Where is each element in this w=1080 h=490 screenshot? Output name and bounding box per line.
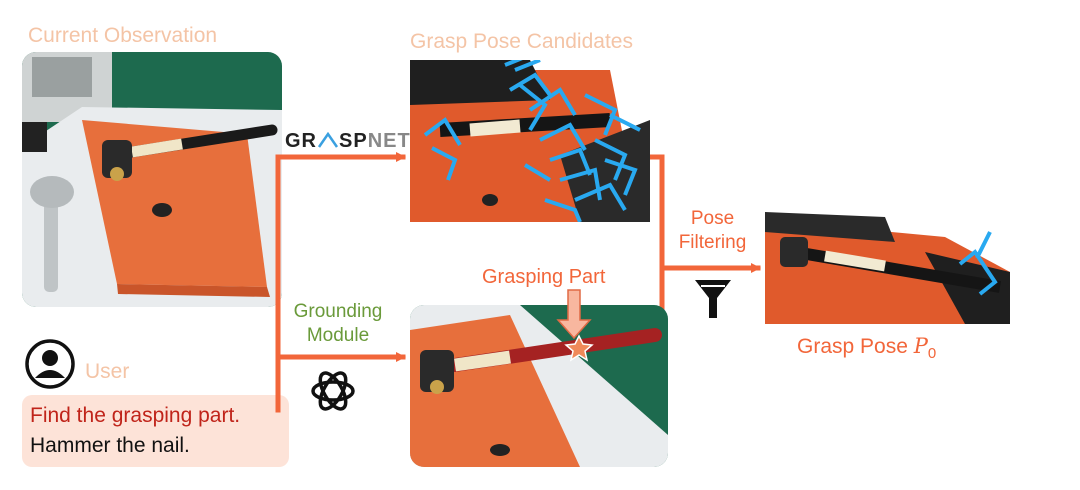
grasp-pose-candidates-title: Grasp Pose Candidates (410, 30, 633, 53)
funnel-icon (693, 278, 733, 325)
pose-filtering-label: Pose Filtering (678, 208, 747, 253)
wrench (30, 176, 74, 292)
hammer (102, 124, 278, 181)
grasp-pose-label: Grasp Pose P0 (797, 334, 937, 363)
graspnet-caret-icon (317, 131, 339, 148)
instruction-line-2: Hammer the nail. (30, 434, 190, 457)
final-grasp-pose (958, 231, 998, 296)
grasp-candidates-image (410, 53, 650, 223)
grounding-module-label: Grounding Module (293, 301, 383, 346)
grounded-hammer (420, 328, 662, 394)
user-icon (24, 338, 76, 395)
current-observation-image (22, 52, 282, 307)
down-arrow-icon (556, 289, 592, 340)
openai-logo-icon (307, 365, 359, 422)
instruction-box: Find the grasping part. Hammer the nail. (22, 395, 289, 467)
grasp-pose-image (765, 212, 1010, 324)
grasping-part-label: Grasping Part (482, 266, 606, 288)
user-label: User (85, 360, 130, 383)
instruction-line-1: Find the grasping part. (30, 404, 241, 427)
star-icon (564, 334, 594, 362)
current-observation-title: Current Observation (28, 24, 218, 47)
grounding-result-image (410, 305, 668, 467)
